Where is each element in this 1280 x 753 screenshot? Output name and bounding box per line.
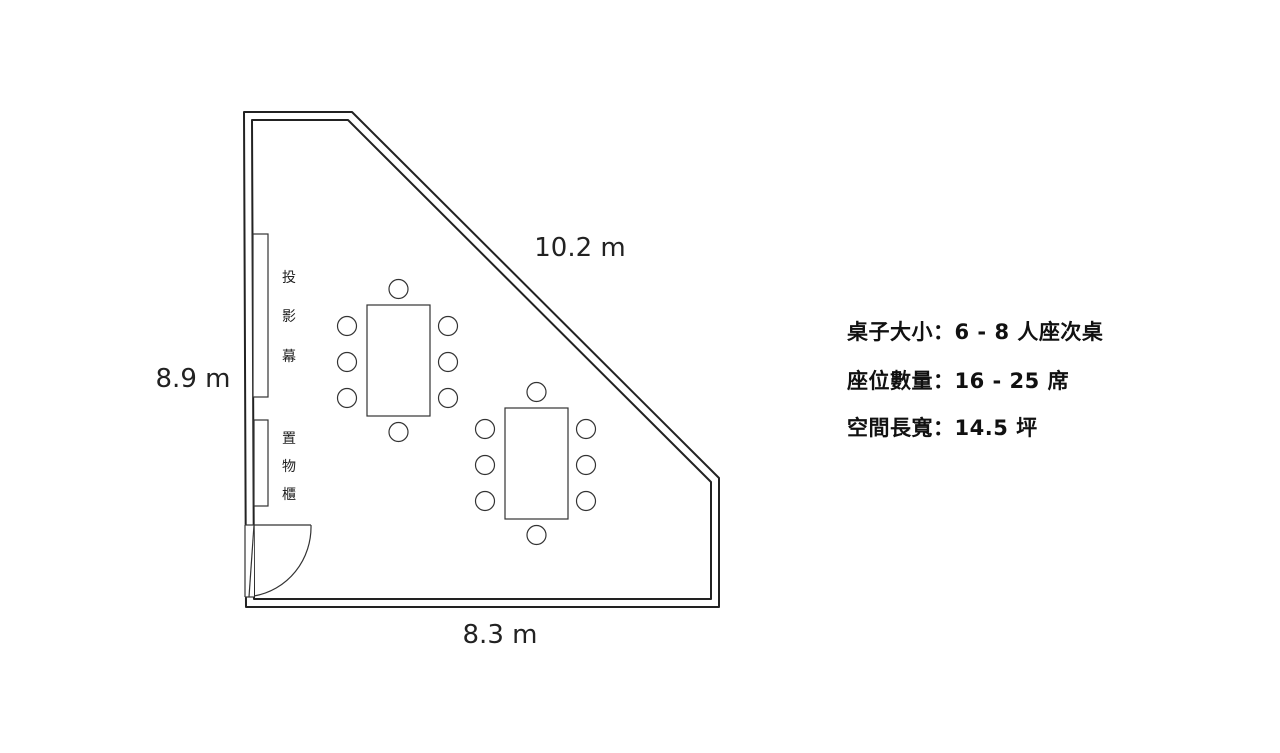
chair: [437, 387, 459, 409]
info-value: 14.5 坪: [954, 416, 1038, 440]
screen-label-1: 投: [282, 270, 296, 286]
chair: [575, 454, 597, 476]
door-opening: [245, 525, 254, 597]
info-table-size: 桌子大小：6 - 8 人座次桌: [847, 316, 1103, 346]
chair: [474, 454, 496, 476]
chair: [575, 490, 597, 512]
cabinet-label-1: 置: [282, 431, 296, 447]
chair: [474, 418, 496, 440]
info-label: 座位數量: [847, 369, 933, 393]
info-value: 16 - 25 席: [954, 369, 1070, 393]
bottom-dimension: 8.3 m: [463, 620, 538, 650]
info-label: 桌子大小: [847, 320, 933, 344]
info-sep: ：: [933, 369, 955, 393]
table: [504, 407, 569, 520]
info-label: 空間長寬: [847, 416, 933, 440]
chair: [437, 351, 459, 373]
info-seat-count: 座位數量：16 - 25 席: [847, 365, 1069, 395]
screen-label-3: 幕: [282, 349, 296, 365]
chair: [526, 381, 547, 403]
table: [366, 304, 431, 417]
cabinet-label-2: 物: [282, 459, 296, 475]
chair: [336, 387, 358, 409]
chair: [388, 278, 409, 300]
chair: [336, 315, 358, 337]
screen-label-2: 影: [282, 309, 296, 325]
door-swing-arc: [253, 524, 312, 597]
outer-wall: [243, 111, 720, 608]
info-sep: ：: [933, 320, 955, 344]
info-space-size: 空間長寬：14.5 坪: [847, 412, 1038, 442]
chair: [526, 524, 547, 546]
info-value: 6 - 8 人座次桌: [954, 320, 1104, 344]
cabinet-label-3: 櫃: [282, 487, 296, 503]
chair: [336, 351, 358, 373]
diagonal-dimension: 10.2 m: [534, 233, 625, 263]
chair: [437, 315, 459, 337]
inner-wall: [251, 119, 712, 600]
info-sep: ：: [933, 416, 955, 440]
chair: [575, 418, 597, 440]
storage-cabinet: [253, 419, 269, 507]
chair: [474, 490, 496, 512]
left-dimension: 8.9 m: [156, 364, 231, 394]
projection-screen: [252, 233, 269, 398]
chair: [388, 421, 409, 443]
